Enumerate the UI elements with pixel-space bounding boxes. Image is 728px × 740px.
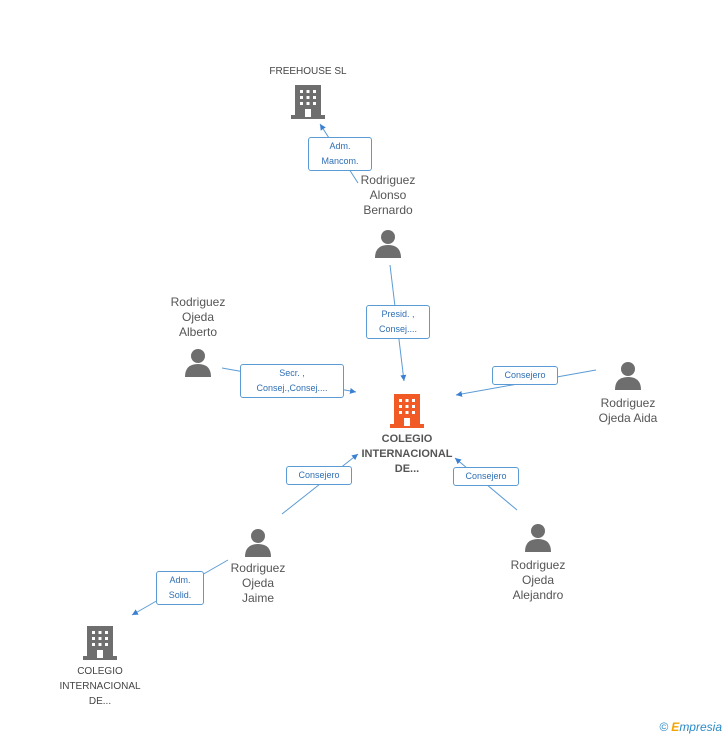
node-rodriguez-ojeda-alberto-label: Rodriguez Ojeda Alberto	[170, 295, 226, 339]
node-rodriguez-ojeda-jaime[interactable]: Rodriguez Ojeda Jaime	[210, 527, 306, 606]
edge-label-adm-mancom[interactable]: Adm. Mancom.	[308, 137, 372, 171]
node-freehouse[interactable]: FREEHOUSE SL	[248, 64, 368, 119]
building-icon	[83, 626, 117, 660]
person-icon	[245, 529, 271, 557]
brand-name: mpresia	[679, 720, 722, 734]
node-colegio-secondary-label: COLEGIO INTERNACIONAL DE...	[59, 666, 141, 707]
node-rodriguez-alonso-bernardo-label: Rodriguez Alonso Bernardo	[360, 173, 416, 217]
edge-label-consejero-alejandro[interactable]: Consejero	[453, 467, 519, 486]
node-colegio-main-label: COLEGIO INTERNACIONAL DE...	[361, 433, 453, 475]
node-rodriguez-ojeda-alberto[interactable]: Rodriguez Ojeda Alberto	[150, 295, 246, 377]
person-icon	[615, 362, 641, 390]
node-rodriguez-ojeda-jaime-label: Rodriguez Ojeda Jaime	[230, 561, 286, 605]
building-icon	[291, 85, 325, 119]
node-rodriguez-ojeda-alejandro-label: Rodriguez Ojeda Alejandro	[510, 558, 566, 602]
edge-label-secr-consej[interactable]: Secr. , Consej.,Consej....	[240, 364, 344, 398]
node-rodriguez-ojeda-aida-label: Rodriguez Ojeda Aida	[598, 396, 658, 425]
empresia-watermark[interactable]: ©Empresia	[659, 720, 722, 734]
person-icon	[185, 349, 211, 377]
node-rodriguez-ojeda-aida[interactable]: Rodriguez Ojeda Aida	[580, 360, 676, 426]
edge-label-consejero-jaime[interactable]: Consejero	[286, 466, 352, 485]
edge-label-presid-consej[interactable]: Presid. , Consej....	[366, 305, 430, 339]
edge-label-adm-solid[interactable]: Adm. Solid.	[156, 571, 204, 605]
person-icon	[375, 230, 401, 258]
building-icon	[390, 394, 424, 428]
brand-initial: E	[671, 720, 680, 734]
copyright-symbol: ©	[659, 720, 669, 734]
node-rodriguez-alonso-bernardo[interactable]: Rodriguez Alonso Bernardo	[340, 173, 436, 258]
edge-label-consejero-aida[interactable]: Consejero	[492, 366, 558, 385]
person-icon	[525, 524, 551, 552]
node-freehouse-label: FREEHOUSE SL	[269, 66, 347, 77]
node-colegio-secondary[interactable]: COLEGIO INTERNACIONAL DE...	[48, 624, 152, 709]
node-colegio-main[interactable]: COLEGIO INTERNACIONAL DE...	[352, 392, 462, 477]
node-rodriguez-ojeda-alejandro[interactable]: Rodriguez Ojeda Alejandro	[490, 522, 586, 603]
